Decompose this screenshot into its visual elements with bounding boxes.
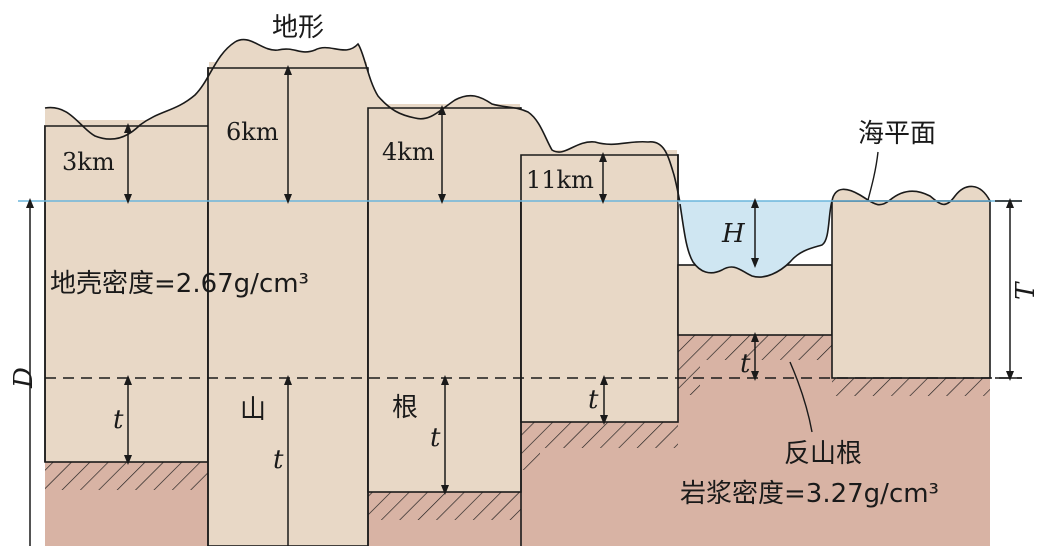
terrain-right (831, 185, 992, 206)
crust-block-6 (831, 200, 991, 379)
elev-label-1: 3km (62, 148, 115, 176)
anti-root-leader (789, 361, 813, 433)
mantle-hatch-6 (832, 378, 990, 396)
sea-level-label: 海平面 (858, 119, 936, 149)
sea-level-leader (867, 151, 879, 201)
elev-label-2: 6km (226, 118, 279, 146)
elev-label-3: 4km (382, 138, 435, 166)
mantle-hatch-4 (521, 422, 678, 470)
depth-symbol: D (9, 367, 39, 389)
root-t-3: t (430, 423, 441, 453)
anti-root-t: t (740, 349, 751, 379)
root-t-2: t (273, 445, 284, 475)
magma-density-label: 岩浆密度=3.27g/cm³ (680, 479, 939, 509)
mantle-hatch-1 (45, 462, 208, 490)
crust-density-label: 地壳密度=2.67g/cm³ (50, 269, 309, 299)
seafloor-profile (679, 200, 833, 278)
block-top-outlines (44, 67, 679, 546)
thickness-symbol: T (1011, 281, 1041, 300)
mantle-hatch-5 (678, 335, 832, 395)
root-t-1: t (113, 405, 124, 435)
root-t-4: t (588, 385, 599, 415)
water-depth-symbol: H (721, 219, 746, 249)
terrain-profile (44, 38, 684, 216)
elev-label-4: 11km (526, 166, 594, 194)
mountain-label: 山 (240, 395, 266, 425)
anti-root-label: 反山根 (784, 439, 862, 469)
root-label: 根 (392, 393, 418, 423)
mantle-region (45, 335, 990, 546)
mantle-hatch-3 (368, 492, 521, 520)
terrain-label: 地形 (272, 13, 324, 43)
